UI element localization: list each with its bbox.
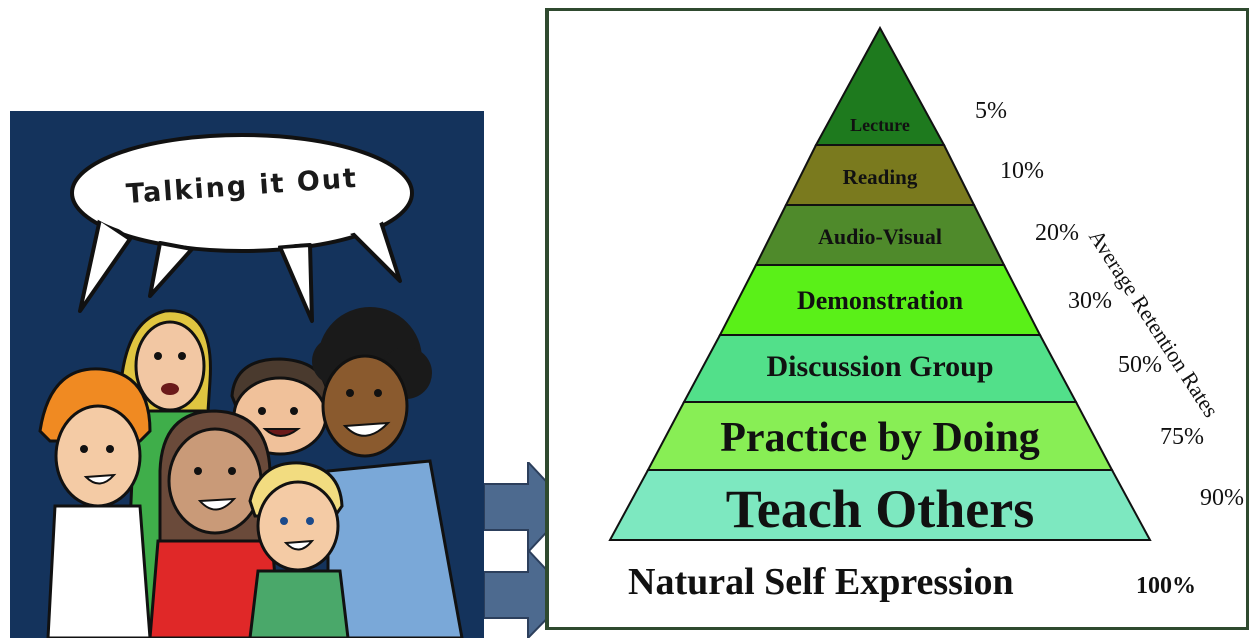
tier-percent: 10% [1000, 158, 1044, 184]
tier-label: Reading [842, 165, 918, 189]
tier-label: Lecture [850, 115, 910, 135]
kid-blond-boy [248, 461, 350, 638]
base-label: Natural Self Expression [628, 561, 1014, 603]
tier-label: Audio-Visual [818, 224, 942, 249]
tier-percent: 5% [975, 98, 1007, 124]
cartoon-panel: Talking it Out [10, 111, 484, 638]
tier-label: Practice by Doing [720, 415, 1040, 461]
tier-label: Demonstration [796, 286, 964, 315]
tier-percent: 50% [1118, 352, 1162, 378]
kid-brown-hair-girl [148, 409, 282, 638]
tier-label: Discussion Group [766, 350, 994, 383]
kid-orange-hair [38, 367, 152, 638]
tier-label: Teach Others [725, 479, 1035, 539]
speech-bubble [70, 133, 414, 323]
kid-curly-hair [312, 307, 464, 638]
tier-teach-band [608, 469, 1152, 541]
base-percent: 100% [1136, 573, 1196, 599]
tier-percent: 75% [1160, 424, 1204, 450]
tier-percent: 30% [1068, 288, 1112, 314]
tier-percent: 90% [1200, 485, 1244, 511]
cartoon-illustration [38, 133, 464, 638]
tier-percent: 20% [1035, 220, 1079, 246]
